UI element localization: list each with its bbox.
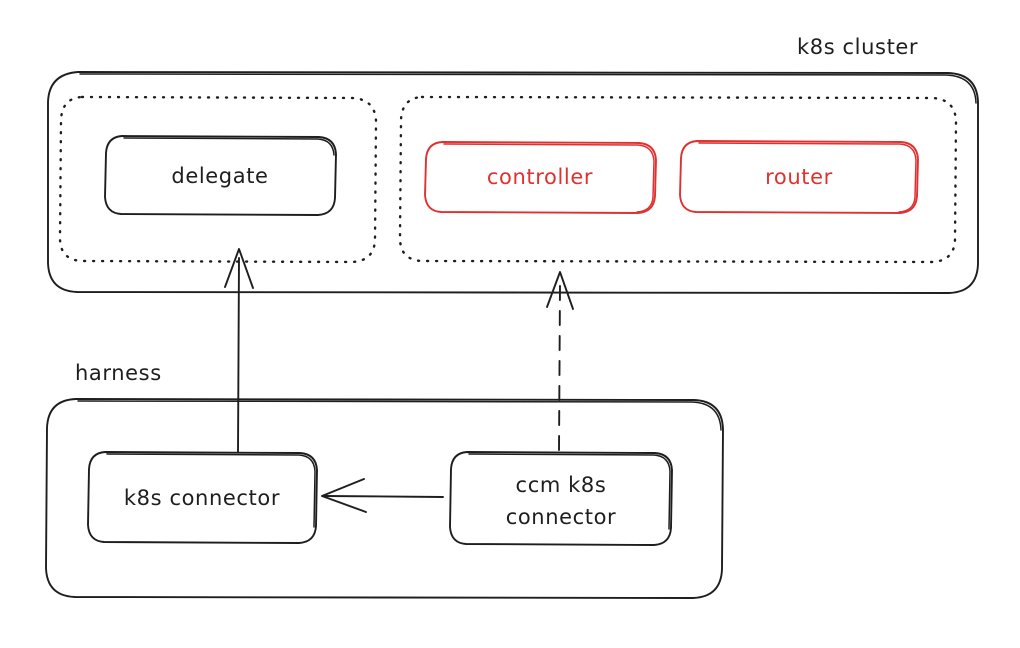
delegate-box-sketch-overlay	[123, 137, 335, 156]
edge-k8s-connector-to-delegate-line	[237, 257, 240, 453]
edge-k8s-connector-to-delegate[interactable]	[224, 248, 254, 453]
edge-ccm-connector-to-k8s-connector-line	[324, 495, 444, 498]
harness-container[interactable]	[45, 398, 724, 599]
node-ccm-k8s-connector[interactable]: ccm k8s connector	[449, 451, 673, 546]
node-delegate[interactable]: delegate	[104, 135, 337, 216]
node-controller[interactable]: controller	[424, 141, 657, 214]
k8s-connector-box-border	[87, 451, 318, 544]
k8s-connector-box-sketch-overlay	[106, 453, 316, 528]
controller-box-sketch-overlay	[443, 143, 655, 213]
node-router[interactable]: router	[679, 140, 919, 214]
delegate-label: delegate	[171, 164, 268, 188]
k8s-cluster-border	[47, 71, 979, 294]
router-box-border	[679, 140, 919, 214]
ccm-k8s-connector-box-border	[449, 451, 673, 546]
edge-k8s-connector-to-delegate-arrowhead	[224, 248, 254, 289]
k8s-cluster-caption: k8s cluster	[797, 35, 918, 59]
controller-box-border	[424, 141, 657, 214]
delegate-box-border	[104, 135, 337, 216]
ccm-k8s-connector-label-line2: connector	[506, 505, 617, 529]
controller-label: controller	[487, 165, 593, 189]
edge-ccm-connector-to-controller-group-arrowhead	[546, 271, 574, 310]
k8s-cluster-container[interactable]	[47, 71, 979, 294]
edge-ccm-connector-to-k8s-connector[interactable]	[321, 478, 444, 513]
edge-ccm-connector-to-controller-group[interactable]	[546, 271, 574, 451]
node-k8s-connector[interactable]: k8s connector	[87, 451, 318, 544]
controller-router-group-border	[398, 95, 958, 264]
k8s-connector-label: k8s connector	[124, 486, 280, 510]
ccm-k8s-connector-box-sketch-overlay	[468, 453, 671, 530]
controller-router-group[interactable]	[398, 95, 958, 264]
harness-border-sketch-overlay	[77, 400, 722, 431]
router-box-sketch-overlay	[698, 142, 917, 213]
edge-ccm-connector-to-k8s-connector-arrowhead	[321, 478, 367, 513]
harness-border	[45, 398, 724, 599]
edge-ccm-connector-to-controller-group-line	[558, 284, 561, 451]
harness-caption: harness	[75, 361, 162, 385]
ccm-k8s-connector-label-line1: ccm k8s	[516, 473, 607, 497]
router-label: router	[765, 165, 833, 189]
k8s-cluster-border-sketch-overlay	[79, 73, 977, 104]
